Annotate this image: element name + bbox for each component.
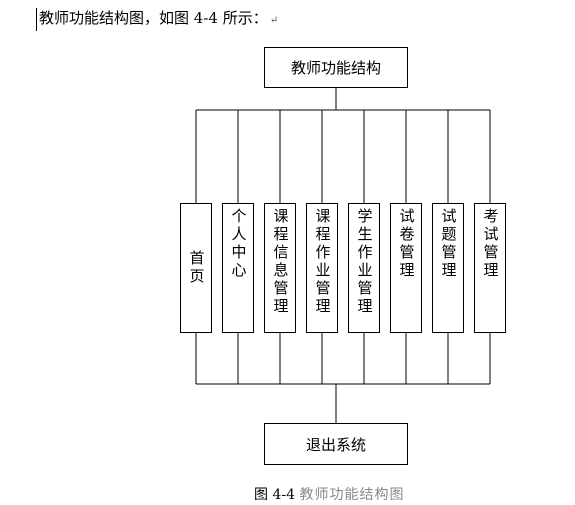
paragraph-mark-icon: ↵ xyxy=(269,15,279,26)
module-box-1: 首页 xyxy=(180,203,212,333)
module-box-5: 学生作业管理 xyxy=(348,203,380,333)
caption-title: 教师功能结构图 xyxy=(299,487,405,503)
module-box-7: 试题管理 xyxy=(432,203,464,333)
module-label: 课程作业管理 xyxy=(313,208,332,316)
module-label: 课程信息管理 xyxy=(271,208,290,316)
intro-paragraph: 教师功能结构图，如图 4-4 所示：↵ xyxy=(36,8,278,31)
module-label: 学生作业管理 xyxy=(355,208,374,316)
caption-label: 图 4-4 xyxy=(254,487,295,503)
root-box-label: 教师功能结构 xyxy=(290,59,381,77)
exit-system-box: 退出系统 xyxy=(264,423,408,465)
exit-box-label: 退出系统 xyxy=(305,435,366,454)
module-box-2: 个人中心 xyxy=(222,203,254,333)
module-label: 试卷管理 xyxy=(397,208,416,280)
teacher-function-root-box: 教师功能结构 xyxy=(264,47,408,88)
module-label: 个人中心 xyxy=(229,208,248,280)
figure-caption: 图 4-4 教师功能结构图 xyxy=(254,484,404,504)
module-label: 首页 xyxy=(187,250,206,286)
module-box-3: 课程信息管理 xyxy=(264,203,296,333)
module-box-4: 课程作业管理 xyxy=(306,203,338,333)
module-label: 试题管理 xyxy=(439,208,458,280)
module-box-8: 考试管理 xyxy=(474,203,506,333)
intro-text: 教师功能结构图，如图 4-4 所示： xyxy=(39,9,268,27)
module-box-6: 试卷管理 xyxy=(390,203,422,333)
module-label: 考试管理 xyxy=(481,208,500,280)
